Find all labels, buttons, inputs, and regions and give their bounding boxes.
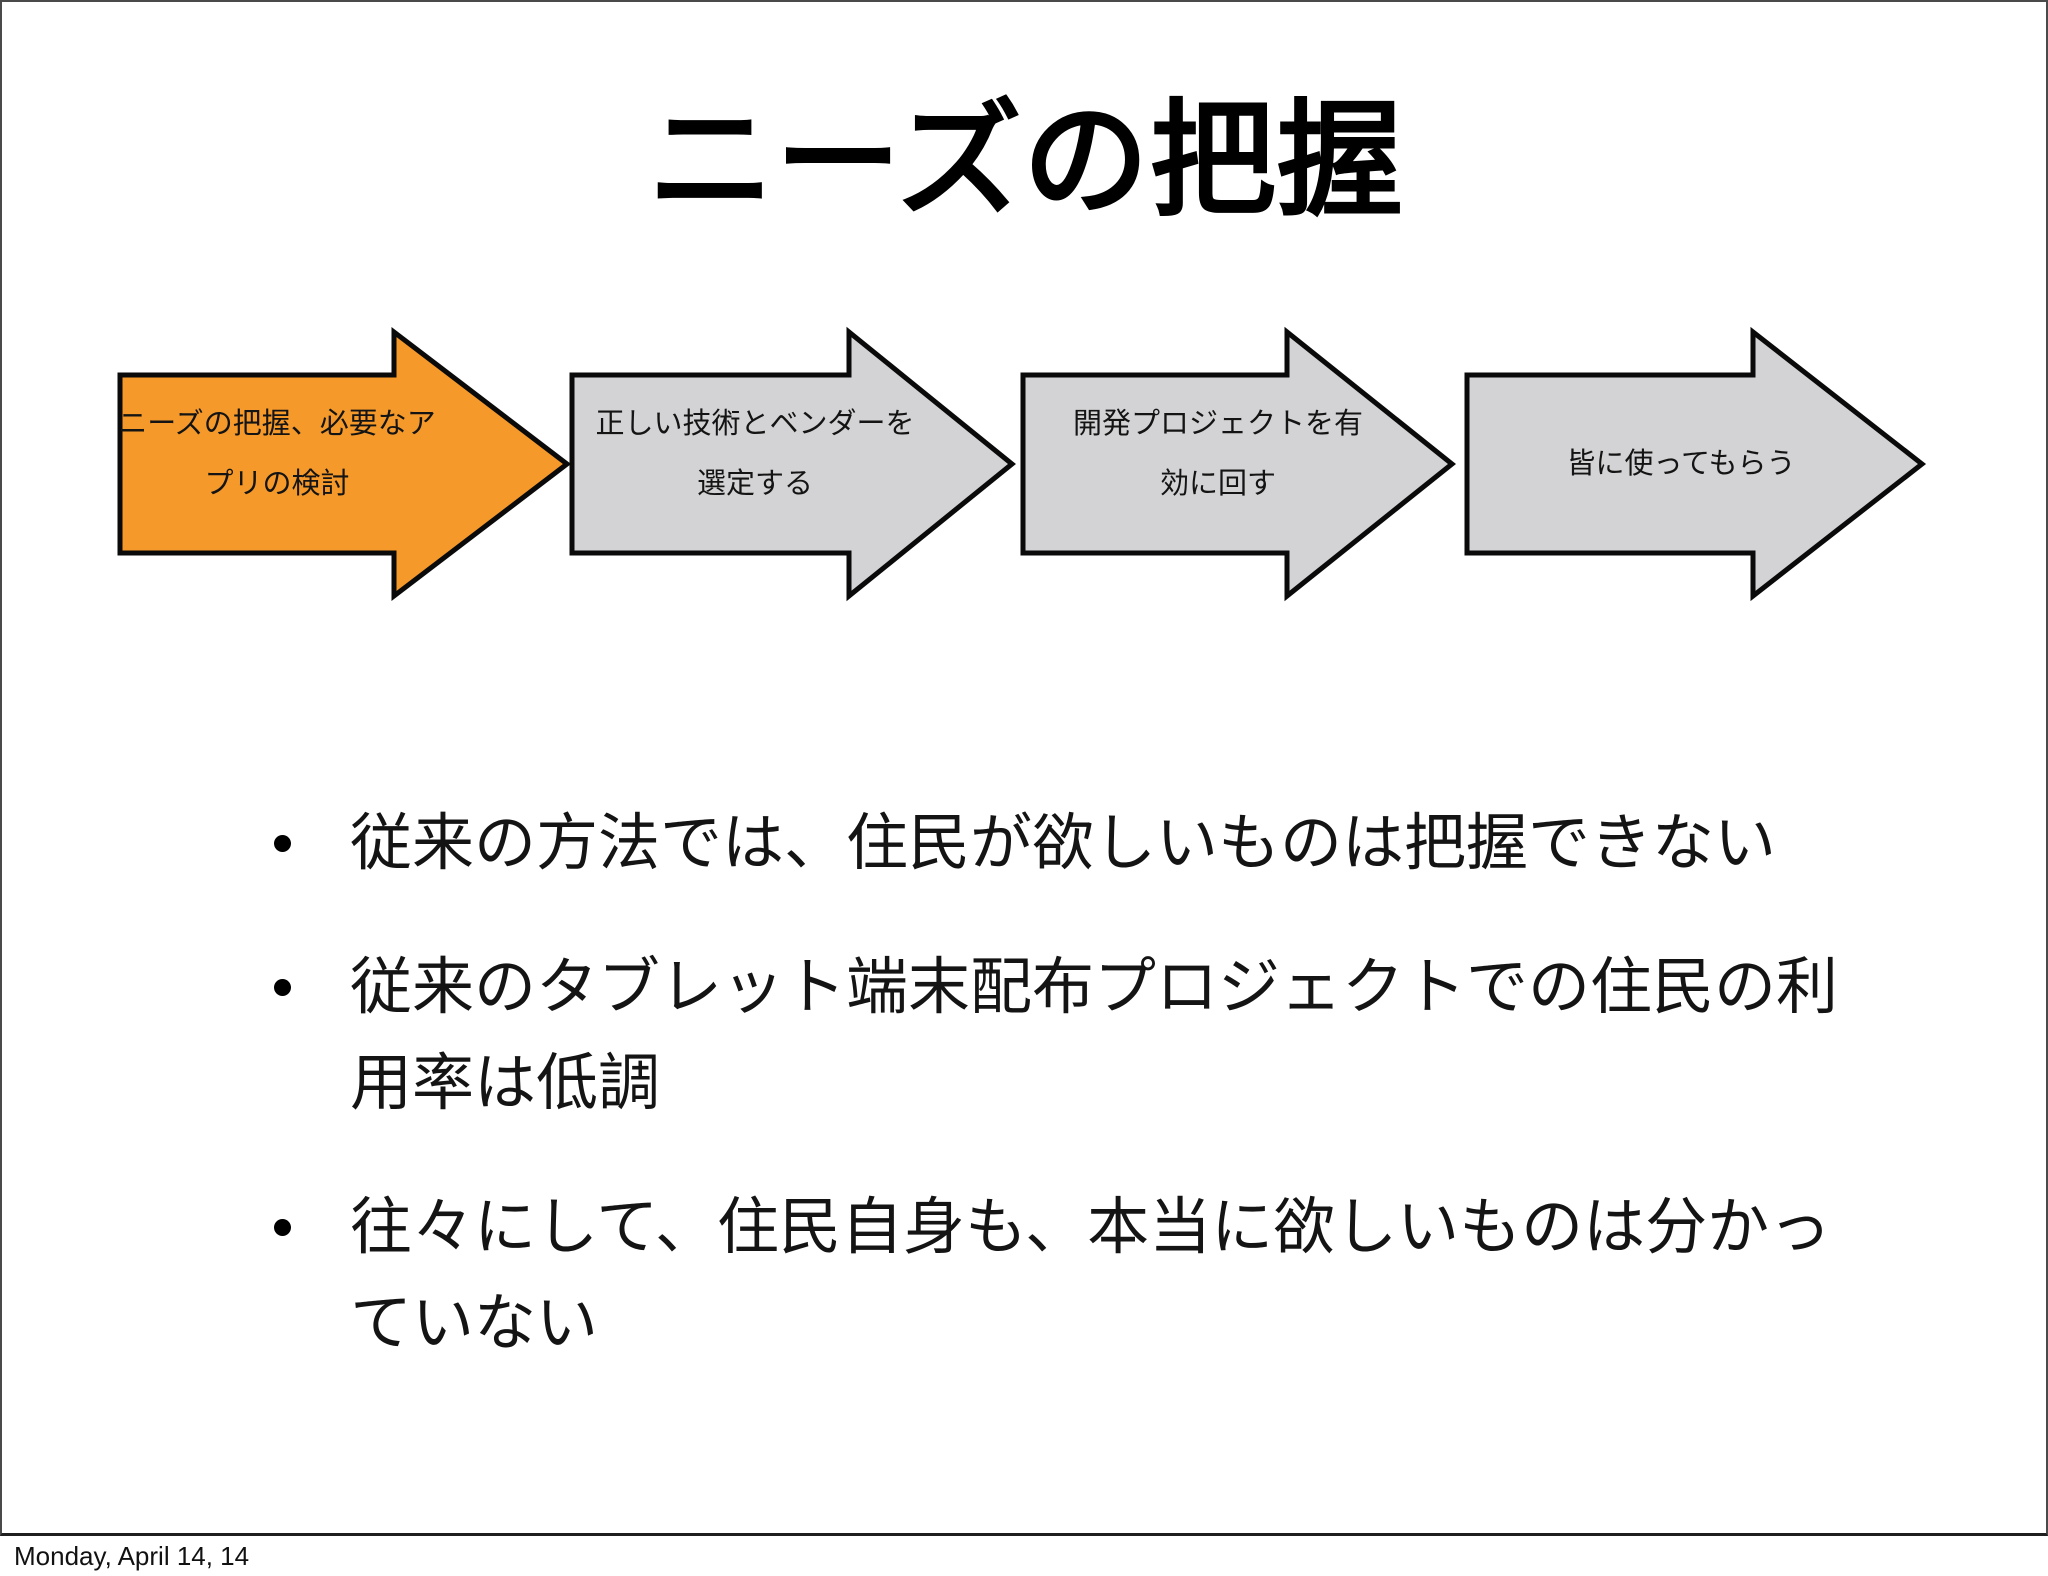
arrow-label-line: 選定する [696,468,813,500]
bullet-text-line: 従来のタブレット端末配布プロジェクトでの住民の利 [350,953,1839,1022]
bullet-item: 従来の方法では、住民が欲しいものは把握できない [274,796,1854,892]
slide-canvas: ニーズの把握 ニーズの把握、必要なア プリの検討 正しい技術とベンダーを 選定す… [0,0,2048,1536]
bullet-text-line: 従来の方法では、住民が欲しいものは把握できない [350,809,1777,878]
arrow-label-line: 効に回す [1159,468,1276,500]
date-stamp: Monday, April 14, 14 [14,1541,250,1571]
bullet-text-line: 往々にして、住民自身も、本当に欲しいものは分かっ [350,1193,1832,1262]
arrow-label-line: ニーズの把握、必要なア [118,408,436,440]
bullet-dot-icon [274,979,291,996]
bullet-list: 従来の方法では、住民が欲しいものは把握できない 従来のタブレット端末配布プロジェ… [274,796,1854,1420]
process-arrow-shape-1 [117,326,572,602]
arrow-label-line: 開発プロジェクトを有 [1072,408,1363,440]
process-arrow-label-2: 正しい技術とベンダーを 選定する [565,394,945,514]
slide-title: ニーズの把握 [648,90,1404,231]
process-arrow-shape-3 [1020,326,1457,602]
bullet-dot-icon [274,1219,291,1236]
bullet-item: 従来のタブレット端末配布プロジェクトでの住民の利 用率は低調 [274,940,1854,1132]
bullet-text-line: ていない [350,1289,599,1358]
arrow-label-line: プリの検討 [204,468,350,500]
process-arrow-label-4: 皆に使ってもらう [1491,434,1871,494]
bullet-item: 往々にして、住民自身も、本当に欲しいものは分かっ ていない [274,1180,1854,1372]
bullet-dot-icon [274,835,291,852]
process-arrow-shape-4 [1464,326,1927,602]
process-arrow-label-1: ニーズの把握、必要なア プリの検討 [87,394,467,514]
process-arrow-shape-2 [569,326,1016,602]
process-arrow-label-3: 開発プロジェクトを有 効に回す [1028,394,1408,514]
arrow-label-line: 皆に使ってもらう [1566,448,1796,480]
bullet-text-line: 用率は低調 [350,1049,661,1118]
arrow-label-line: 正しい技術とベンダーを [595,408,915,440]
process-flow-diagram [117,326,1927,602]
